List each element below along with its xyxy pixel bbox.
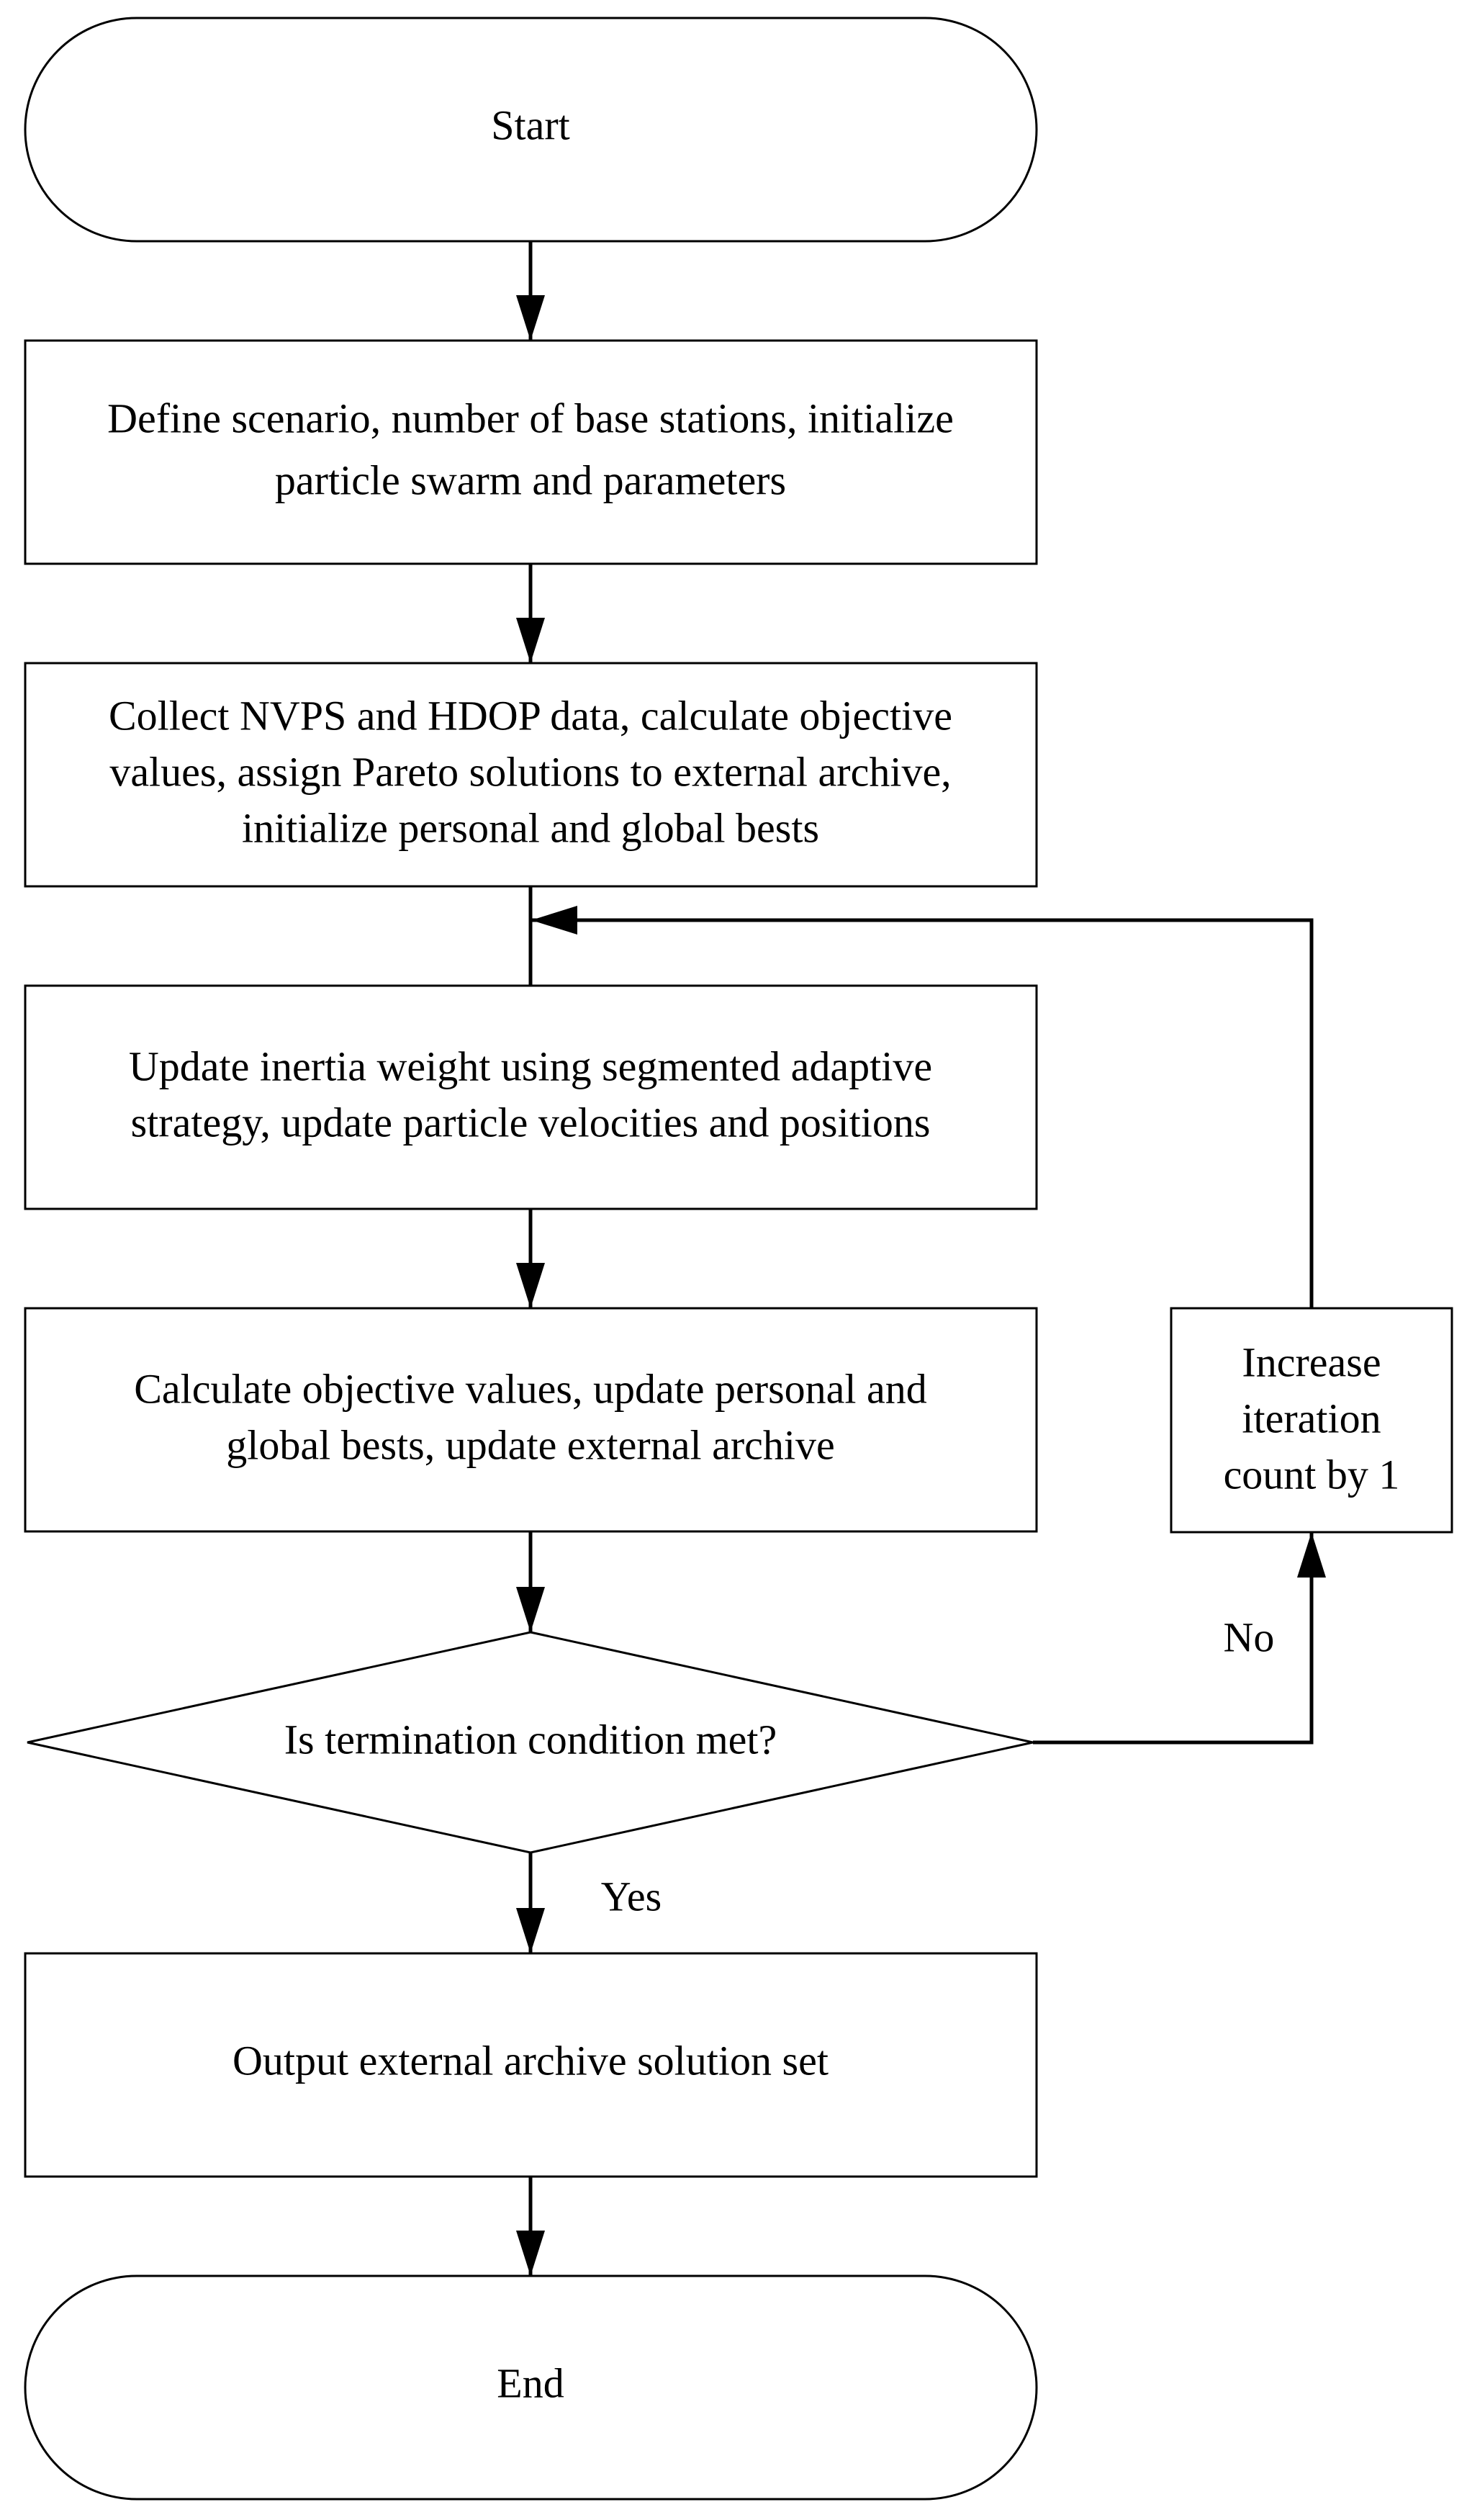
arrowhead-output [516, 1908, 545, 1953]
arrowhead-loop-back [531, 906, 577, 935]
collect-data-line-3: initialize personal and global bests [242, 804, 819, 851]
output-archive-box [24, 1952, 1038, 2178]
output-archive-label: Output external archive solution set [233, 2037, 829, 2084]
increase-iteration-line-2: iteration [1242, 1395, 1381, 1441]
arrow-loop-back [531, 918, 1314, 1308]
collect-data-line-1: Collect NVPS and HDOP data, calculate ob… [109, 692, 952, 739]
update-inertia-line-2: strategy, update particle velocities and… [131, 1099, 931, 1146]
collect-data-box [24, 662, 1038, 888]
arrowhead-define [516, 295, 545, 341]
arrowhead-increment [1297, 1532, 1326, 1578]
define-scenario-line-1: Define scenario, number of base stations… [107, 395, 954, 441]
increase-iteration-line-1: Increase [1242, 1338, 1381, 1385]
update-inertia-box [24, 984, 1038, 1210]
increase-iteration-box [1170, 1307, 1453, 1534]
start-label: Start [491, 102, 570, 148]
end-label: End [497, 2359, 564, 2406]
calculate-objective-line-1: Calculate objective values, update perso… [134, 1365, 927, 1412]
arrowhead-decision [516, 1587, 545, 1632]
termination-decision-label: Is termination condition met? [284, 1716, 777, 1763]
arrowhead-calculate [516, 1263, 545, 1308]
no-label: No [1224, 1614, 1275, 1660]
define-scenario-line-2: particle swarm and parameters [275, 456, 786, 503]
collect-data-line-2: values, assign Pareto solutions to exter… [109, 748, 951, 795]
update-inertia-line-1: Update inertia weight using segmented ad… [129, 1043, 932, 1089]
yes-label: Yes [601, 1873, 662, 1920]
arrowhead-collect [516, 618, 545, 663]
arrow-no-branch [1033, 1532, 1314, 1745]
calculate-objective-line-2: global bests, update external archive [226, 1421, 835, 1468]
increase-iteration-line-3: count by 1 [1224, 1451, 1400, 1498]
calculate-objective-box [24, 1307, 1038, 1533]
end-terminator [24, 2274, 1038, 2501]
define-scenario-box [24, 339, 1038, 565]
arrowhead-end [516, 2231, 545, 2276]
